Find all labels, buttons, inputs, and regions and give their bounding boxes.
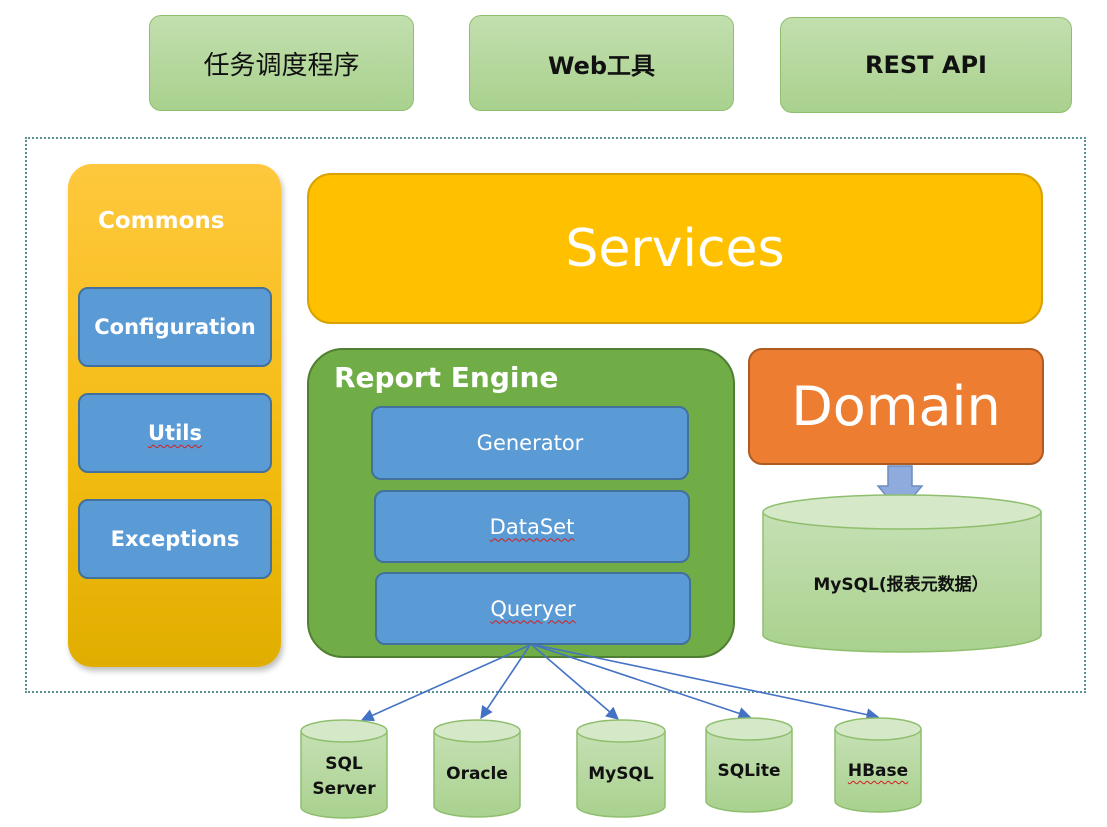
rest-api-label: REST API <box>865 51 987 79</box>
datasource-sqlserver-label: SQL Server <box>301 752 387 802</box>
domain-label: Domain <box>791 375 1001 438</box>
generator-label: Generator <box>476 431 584 455</box>
exceptions-box: Exceptions <box>78 499 272 579</box>
datasource-hbase-label: HBase <box>835 761 921 781</box>
dataset-box: DataSet <box>374 490 690 563</box>
exceptions-label: Exceptions <box>110 527 240 551</box>
queryer-box: Queryer <box>375 572 691 645</box>
datasource-hbase-cylinder <box>834 717 922 813</box>
domain-box: Domain <box>748 348 1044 465</box>
queryer-label: Queryer <box>490 596 576 621</box>
datasource-oracle-cylinder <box>433 719 521 818</box>
datasource-sqlserver-cylinder <box>300 719 388 819</box>
connector-oracle <box>480 644 531 720</box>
datasource-sqlserver-line1: SQL <box>325 754 363 774</box>
connector-hbase <box>535 644 880 721</box>
task-scheduler-label: 任务调度程序 <box>203 50 360 81</box>
commons-title: Commons <box>98 208 225 234</box>
dataset-label: DataSet <box>489 514 575 539</box>
metadata-db-cylinder <box>762 494 1042 653</box>
services-label: Services <box>565 218 785 279</box>
metadata-db-label: MySQL(报表元数据） <box>813 575 989 595</box>
web-tools-box: Web工具 <box>469 15 734 111</box>
web-tools-label: Web工具 <box>547 51 656 80</box>
utils-label: Utils <box>148 421 202 445</box>
datasource-oracle-label: Oracle <box>446 764 508 784</box>
report-engine-title: Report Engine <box>334 361 559 394</box>
datasource-sqlite-cylinder <box>705 717 793 813</box>
commons-panel: Commons Configuration Utils Exceptions <box>68 164 281 667</box>
services-box: Services <box>307 173 1043 324</box>
configuration-label: Configuration <box>94 315 256 339</box>
datasource-sqlserver-line2: Server <box>312 779 376 799</box>
connector-sqlserver <box>360 644 531 722</box>
task-scheduler-box: 任务调度程序 <box>149 15 414 111</box>
queryer-connectors <box>360 644 880 722</box>
datasource-hbase-text: HBase <box>847 761 909 781</box>
configuration-box: Configuration <box>78 287 272 367</box>
connector-sqlite <box>533 644 752 720</box>
datasource-mysql-cylinder <box>576 719 666 818</box>
system-boundary <box>25 137 1086 693</box>
utils-box: Utils <box>78 393 272 473</box>
generator-box: Generator <box>371 406 689 480</box>
connector-mysql <box>531 644 619 720</box>
datasource-mysql-label: MySQL <box>588 764 654 784</box>
report-engine-panel: Report Engine Generator DataSet Queryer <box>307 348 735 658</box>
rest-api-box: REST API <box>780 17 1072 113</box>
datasource-sqlite-label: SQLite <box>717 761 781 781</box>
